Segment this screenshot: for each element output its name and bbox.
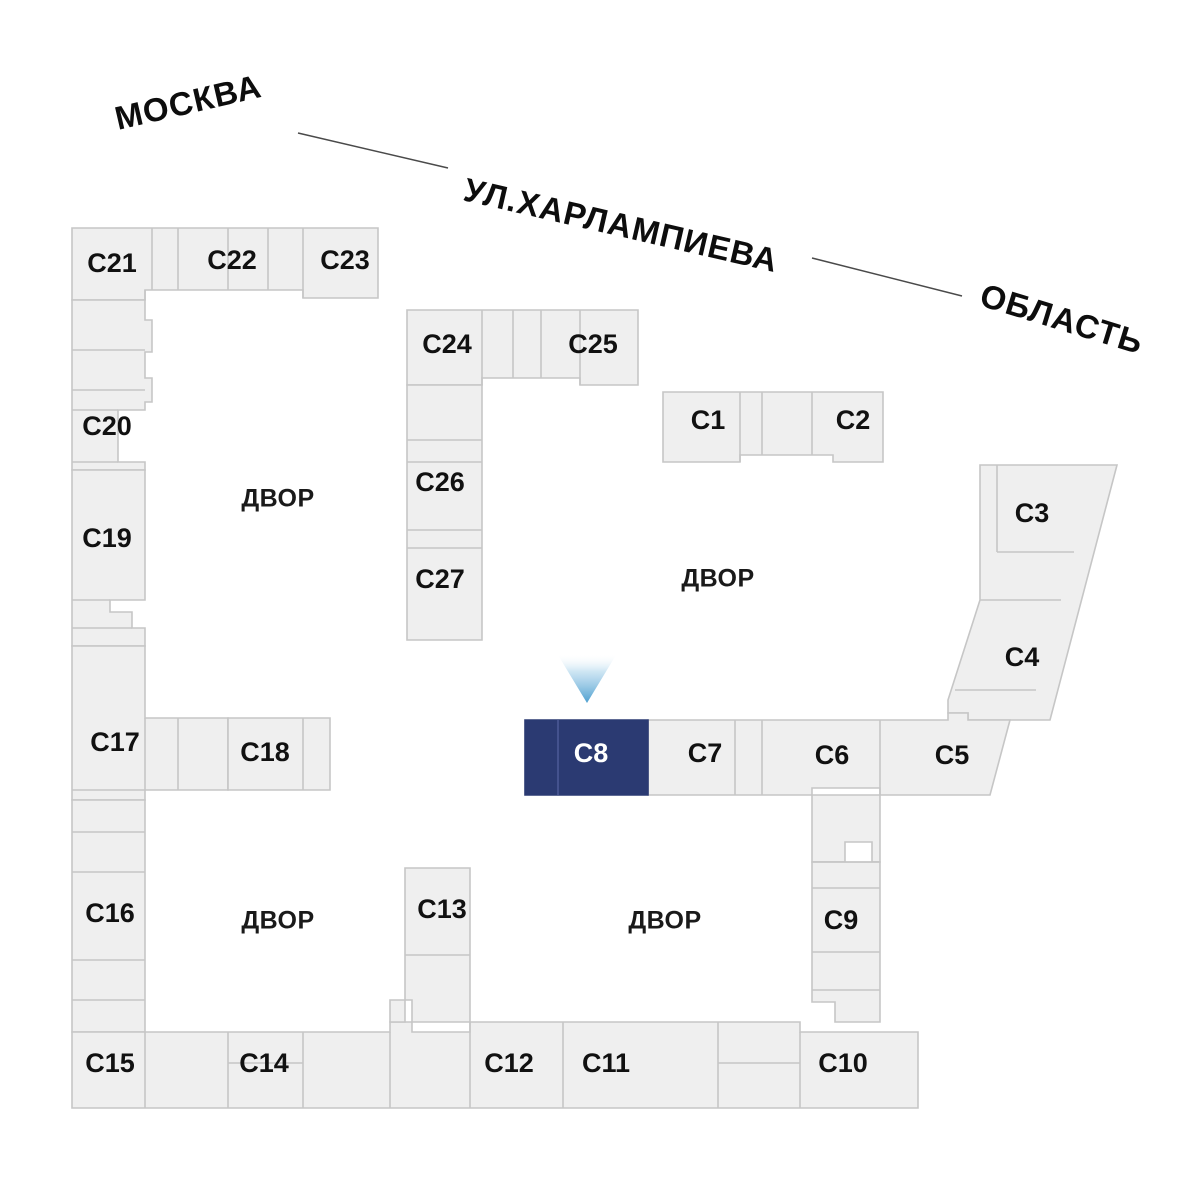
c9-dividers <box>812 861 880 991</box>
unit-label-c6: C6 <box>815 740 850 770</box>
block-west-upper-dividers <box>72 349 145 463</box>
direction-label-oblast: ОБЛАСТЬ <box>976 276 1148 361</box>
unit-label-c24: C24 <box>422 329 472 359</box>
unit-label-c7: C7 <box>688 738 723 768</box>
unit-label-c21: C21 <box>87 248 137 278</box>
unit-label-c4: C4 <box>1005 642 1040 672</box>
block-west-column <box>71 299 229 1033</box>
unit-label-c20: C20 <box>82 411 132 441</box>
south-strip-dividers <box>144 1022 801 1108</box>
east-wedge-dividers <box>955 465 1074 691</box>
yard-label-northwest: ДВОР <box>241 485 314 513</box>
building-c17[interactable] <box>71 645 229 801</box>
street-label-kharlampieva: УЛ.ХАРЛАМПИЕВА <box>460 171 781 279</box>
unit-label-c11: C11 <box>582 1048 630 1078</box>
unit-label-c15: C15 <box>85 1048 135 1078</box>
direction-label-moscow: МОСКВА <box>111 67 265 137</box>
unit-label-c25: C25 <box>568 329 618 359</box>
unit-label-c17: C17 <box>90 727 140 757</box>
selection-marker-triangle-icon[interactable] <box>558 655 616 703</box>
c19-dividers <box>72 599 132 629</box>
unit-label-c8: C8 <box>574 738 609 768</box>
unit-label-c1: C1 <box>691 405 726 435</box>
unit-label-c16: C16 <box>85 898 135 928</box>
yard-label-northeast: ДВОР <box>681 565 754 593</box>
unit-label-c23: C23 <box>320 245 370 275</box>
c1-c2-dividers <box>739 392 813 462</box>
unit-label-c14: C14 <box>239 1048 289 1078</box>
road-line-right <box>811 257 963 297</box>
block-c24-c27 <box>406 309 639 641</box>
central-bar-dividers <box>734 720 881 795</box>
unit-label-c12: C12 <box>484 1048 534 1078</box>
road-guide-lines <box>297 132 963 297</box>
c24-c25-dividers <box>481 310 581 385</box>
unit-label-c18: C18 <box>240 737 290 767</box>
building-c26-c27[interactable] <box>406 384 483 641</box>
unit-label-c27: C27 <box>415 564 465 594</box>
building-c19[interactable] <box>71 469 146 647</box>
block-c13 <box>389 867 471 1023</box>
unit-label-c3: C3 <box>1015 498 1050 528</box>
block-c9 <box>811 794 881 1023</box>
block-c1-c2 <box>662 391 884 463</box>
c16-dividers <box>72 831 145 1001</box>
unit-labels: C1 C2 C3 C4 C5 C6 C7 C8 C9 C10 C11 C12 C… <box>82 245 1049 1078</box>
building-c9-lower[interactable] <box>811 861 881 1023</box>
block-northwest-top-dividers <box>144 228 304 300</box>
block-central-bar <box>524 712 1012 796</box>
unit-label-c19: C19 <box>82 523 132 553</box>
unit-label-c26: C26 <box>415 467 465 497</box>
c17-dividers <box>72 718 179 791</box>
unit-label-c13: C13 <box>417 894 467 924</box>
building-c1-c2[interactable] <box>662 391 884 463</box>
selection-marker[interactable] <box>558 655 616 703</box>
unit-label-c2: C2 <box>836 405 871 435</box>
yard-label-southeast: ДВОР <box>628 907 701 935</box>
building-c13[interactable] <box>389 867 471 1023</box>
building-c8-selected[interactable] <box>524 719 649 796</box>
yard-label-southwest: ДВОР <box>241 907 314 935</box>
yard-labels: ДВОР ДВОР ДВОР ДВОР <box>241 485 754 935</box>
c26-c27-dividers <box>407 439 482 549</box>
building-c9[interactable] <box>811 794 881 863</box>
unit-label-c5: C5 <box>935 740 970 770</box>
block-c18 <box>227 717 331 791</box>
building-west-column[interactable] <box>71 299 153 471</box>
unit-label-c9: C9 <box>824 905 859 935</box>
road-line-left <box>297 132 449 169</box>
unit-label-c10: C10 <box>818 1048 868 1078</box>
building-c18[interactable] <box>227 717 331 791</box>
unit-label-c22: C22 <box>207 245 257 275</box>
